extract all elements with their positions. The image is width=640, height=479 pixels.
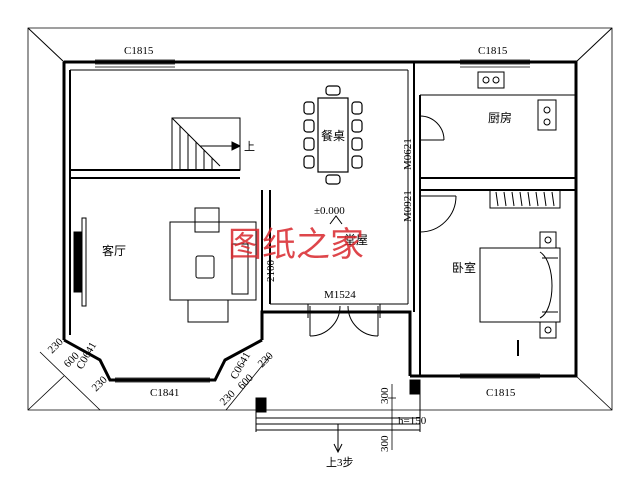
window-bottom-right-label: C1815 (486, 387, 516, 399)
bedroom-label: 卧室 (452, 260, 476, 275)
dim-300-bottom: 300 (379, 435, 391, 452)
exterior-walls (62, 60, 578, 382)
kitchen-label: 厨房 (488, 110, 512, 125)
dim-2100: 2100 (265, 260, 277, 283)
bed (479, 231, 561, 356)
staircase (171, 117, 241, 171)
dim-300-top: 300 (379, 387, 391, 404)
dim-230-d: 230 (256, 350, 277, 371)
steps-label: 上3步 (326, 456, 354, 469)
elevation-mark: ±0.000 (314, 205, 345, 217)
kitchen-fixtures (477, 71, 557, 131)
dining-table (303, 85, 363, 185)
living-furniture (73, 207, 257, 323)
porch (255, 379, 421, 454)
bedroom-door (419, 195, 457, 233)
dim-h150: h=150 (398, 415, 427, 427)
kitchen-door-label: M0621 (402, 138, 414, 170)
living-room-label: 客厅 (102, 243, 126, 258)
main-door-label: M1524 (324, 289, 356, 301)
dim-230-c: 230 (218, 388, 239, 409)
bedroom-door-label: M0921 (402, 190, 414, 222)
elevation-triangle (329, 215, 343, 225)
interior-walls (69, 62, 576, 376)
main-door (307, 304, 381, 337)
dining-table-label: 餐桌 (321, 128, 345, 143)
kitchen-door (419, 115, 445, 141)
window-bay-label: C1841 (150, 387, 179, 399)
window-top-left-label: C1815 (124, 45, 154, 57)
bay-dimensions (39, 351, 271, 411)
wardrobe (489, 189, 561, 209)
window-top-right-label: C1815 (478, 45, 508, 57)
watermark: 图纸之家 (228, 225, 364, 265)
roof-outline (27, 27, 613, 411)
stair-up-label: 上 (244, 140, 255, 153)
windows (95, 59, 540, 383)
hall-label: 堂屋 (344, 233, 368, 247)
porch-dimensions (388, 384, 396, 450)
